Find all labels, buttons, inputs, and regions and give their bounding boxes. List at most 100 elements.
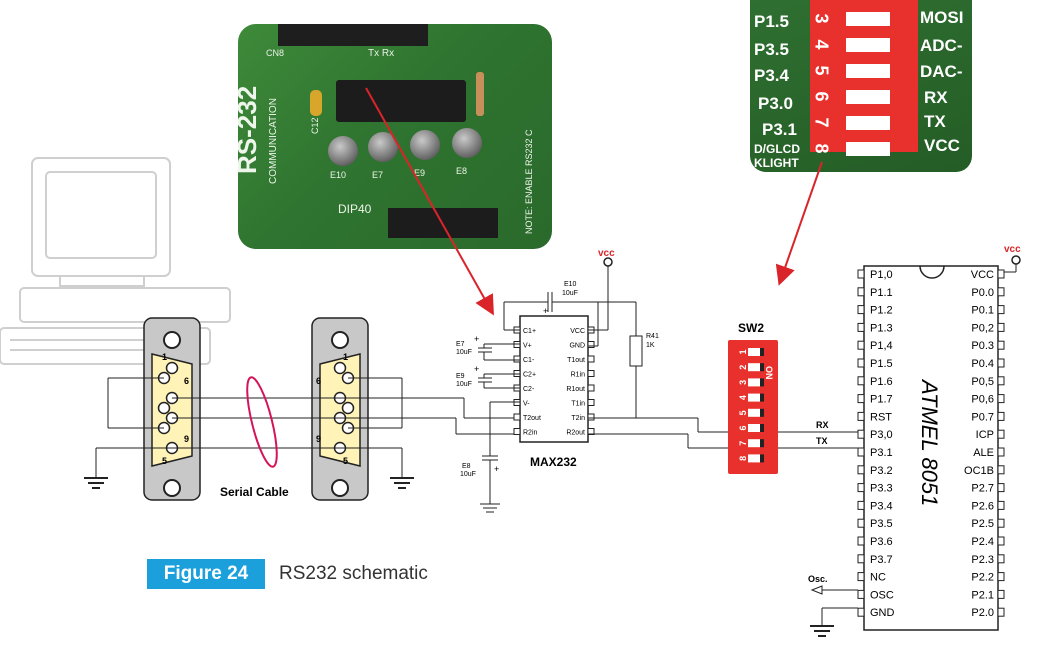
mcu-pin-label-right: P2.4 [971, 536, 994, 548]
max232-pin-label-right: T1in [571, 401, 585, 408]
sw2-body [728, 340, 778, 474]
board-photo: CN8 Tx Rx RS-232 COMMUNICATION NOTE: ENA… [238, 24, 552, 249]
ground-symbol-left [84, 477, 108, 489]
sw2-toggle-knob [760, 363, 764, 372]
mcu-pin-label-left: P1.1 [870, 287, 893, 299]
mcu-pin-label-left: P1.3 [870, 322, 893, 334]
mcu-pin-right [997, 269, 1005, 279]
max232-pin-right [587, 384, 595, 392]
sw2-toggle-knob [760, 378, 764, 387]
mcu-pin-right [997, 500, 1005, 510]
e7-value: 10uF [456, 349, 472, 356]
mcu-name: ATMEL 8051 [917, 378, 942, 506]
mcu-pin-label-left: P3.1 [870, 447, 893, 459]
cn8-label: CN8 [266, 48, 285, 58]
mcu-pin-label-left: P3.4 [870, 500, 893, 512]
max232-chip-photo [336, 80, 466, 122]
dip-right-label-3: RX [924, 88, 948, 107]
dip-left-label-5: D/GLCD [754, 142, 800, 156]
e10-name: E10 [564, 281, 577, 288]
dip40-label: DIP40 [338, 202, 372, 216]
sw2-toggle[interactable] [748, 439, 760, 448]
mcu-pin-right [997, 607, 1005, 617]
dip-photo-toggle [846, 116, 890, 130]
cable-ferrite-loop [246, 376, 278, 468]
sw2-number: 4 [738, 395, 748, 400]
e9-value: 10uF [456, 381, 472, 388]
sw2-number: 1 [738, 349, 748, 354]
sw2-number: 2 [738, 365, 748, 370]
uart-wires [588, 417, 858, 449]
sw2-toggle[interactable] [748, 363, 760, 372]
serial-cable-wires [95, 377, 403, 478]
mcu-pin-right [997, 518, 1005, 528]
sw2-toggle-knob [760, 439, 764, 448]
resistor-photo [476, 72, 484, 116]
sw2-toggle[interactable] [748, 393, 760, 402]
sw2-toggle[interactable] [748, 408, 760, 417]
sw2-number: 3 [738, 380, 748, 385]
mcu-pin-right [997, 358, 1005, 368]
dip-right-label-0: MOSI [920, 8, 964, 27]
sw2-toggle-knob [760, 424, 764, 432]
left-db9-label-5: 5 [162, 456, 167, 466]
mcu-pin-left [857, 518, 865, 528]
osc-arrow [810, 585, 823, 595]
sw2-toggle[interactable] [748, 348, 760, 356]
e8-plus: + [494, 464, 499, 474]
mcu-notch [919, 265, 945, 279]
sw2-number: 6 [738, 425, 748, 430]
sw2-toggle-knob [760, 393, 764, 402]
max232-pin-label-right: T2in [571, 415, 585, 422]
max232-pin-label-right: R2out [566, 430, 585, 437]
mcu-pin-label-left: OSC [870, 589, 894, 601]
right-db9-label-9: 9 [316, 434, 321, 444]
max232-pin-label-left: C2+ [523, 372, 536, 379]
mcu-pin-label-right: VCC [971, 269, 994, 281]
mcu-pin-label-right: P0,2 [971, 322, 994, 334]
mcu-pin-right [997, 589, 1005, 599]
sw2-toggle[interactable] [748, 378, 760, 387]
mcu-pin-right [997, 305, 1005, 315]
db9-right-pin [333, 361, 347, 375]
max232-pin-left [513, 355, 521, 363]
mcu-pin-left [857, 589, 865, 599]
mcu-pin-label-right: ICP [976, 429, 994, 441]
dip-photo-toggle [846, 38, 890, 52]
dip-left-label-4: P3.1 [762, 120, 797, 139]
max232-pin-label-left: V- [523, 401, 530, 408]
max232-pin-label-right: GND [569, 343, 585, 350]
db9-right-pin [341, 401, 355, 415]
mcu-pin-left [857, 269, 865, 279]
db9-left-pin [165, 361, 179, 375]
max232-pin-label-left: T2out [523, 415, 541, 422]
max232-input-wires [340, 397, 520, 435]
max232-pin-label-right: T1out [567, 357, 585, 364]
mcu-pin-label-right: P2.6 [971, 500, 994, 512]
mcu-pin-label-left: P1.6 [870, 376, 893, 388]
mcu-pin-label-left: P3,0 [870, 429, 893, 441]
mcu-pin-label-right: P2.2 [971, 572, 994, 584]
sw2-toggle-knob [760, 348, 764, 356]
mcu-pin-label-left: P1,0 [870, 269, 893, 281]
sw2-toggle[interactable] [748, 424, 760, 432]
e7-photo-label: E7 [372, 170, 384, 180]
pointer-arrow-max232 [365, 87, 494, 316]
mcu-pin-label-right: P2.3 [971, 554, 994, 566]
left-db9-label-9: 9 [184, 434, 189, 444]
sw2-number: 8 [738, 456, 748, 461]
dip-left-label-3: P3.0 [758, 94, 793, 113]
mcu-pin-right [997, 483, 1005, 493]
mcu-pin-left [857, 429, 865, 439]
dip-left-label-2: P3.4 [754, 66, 789, 85]
e8-photo-label: E8 [456, 166, 468, 176]
r41-name: R41 [646, 333, 659, 340]
max232-pin-label-left: C2- [523, 386, 535, 393]
e10-plus: + [543, 306, 548, 316]
sw2-toggle[interactable] [748, 454, 760, 463]
cap-e10-photo [328, 136, 358, 166]
pointer-arrow-sw2 [775, 161, 823, 286]
dip-left-label-0: P1.5 [754, 12, 789, 31]
mcu-pin-left [857, 483, 865, 493]
